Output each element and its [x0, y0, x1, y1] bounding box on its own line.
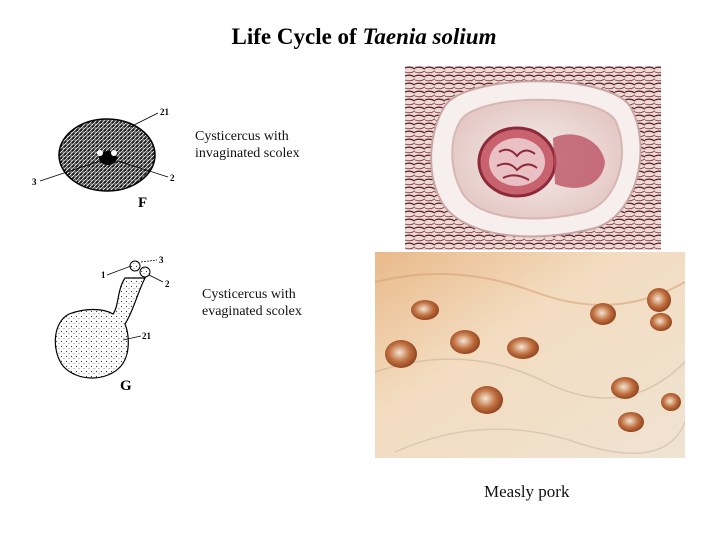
caption-evaginated-line1: Cysticercus with [202, 287, 296, 302]
cyst-spot [590, 303, 616, 325]
cyst-spot [411, 300, 439, 320]
scolex-sucker-left [129, 260, 141, 272]
caption-invaginated-line1: Cysticercus with [195, 129, 289, 144]
figure-g-drawing: 1 3 2 21 G [54, 255, 170, 394]
figure-f-label-21: 21 [160, 107, 170, 117]
measly-pork-caption: Measly pork [484, 482, 570, 501]
figure-f-label-2: 2 [170, 173, 175, 183]
bladder-and-neck [54, 277, 146, 379]
figure-f-drawing: 21 3 2 F [32, 107, 175, 211]
figure-f-letter: F [138, 195, 147, 211]
caption-evaginated: Cysticercus with evaginated scolex [202, 286, 302, 320]
histology-image [405, 66, 661, 250]
figure-g-label-21: 21 [142, 331, 152, 341]
title-prefix: Life Cycle of [231, 24, 363, 49]
cyst-spot [647, 288, 671, 312]
caption-invaginated-line2: invaginated scolex [195, 146, 300, 161]
cyst-spot [450, 330, 480, 354]
histology-photo [405, 66, 661, 250]
measly-pork-image [375, 252, 685, 458]
cyst-spot [611, 377, 639, 399]
measly-pork-photo [375, 252, 685, 458]
page-title: Life Cycle of Taenia solium [0, 24, 728, 50]
figure-g-label-1: 1 [101, 270, 106, 280]
caption-evaginated-line2: evaginated scolex [202, 304, 302, 319]
figure-g-letter: G [120, 378, 132, 394]
figure-f-label-3: 3 [32, 177, 37, 187]
cyst-spot [385, 340, 417, 368]
cyst-spot [618, 412, 644, 432]
figure-g-label-3: 3 [159, 255, 164, 265]
cyst-spot [507, 337, 539, 359]
cyst-spot [650, 313, 672, 331]
caption-invaginated: Cysticercus with invaginated scolex [195, 128, 300, 162]
title-species: Taenia solium [362, 24, 497, 49]
scolex-sucker-right [139, 266, 151, 278]
figure-g-label-2: 2 [165, 279, 170, 289]
cyst-spot [471, 386, 503, 414]
cyst-spot [661, 393, 681, 411]
